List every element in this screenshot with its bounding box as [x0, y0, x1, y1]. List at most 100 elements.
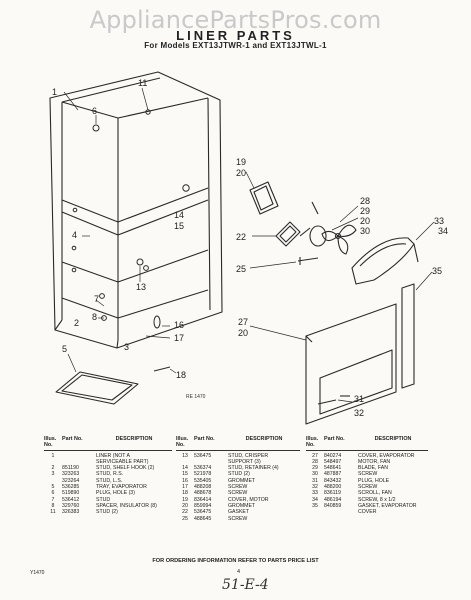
callout: 34 [438, 226, 448, 236]
evaporator-cover [305, 303, 397, 425]
page-subtitle: For Models EXT13JTWR-1 and EXT13JTWL-1 [144, 41, 327, 50]
illus-number: 34 [312, 496, 318, 503]
callout: 6 [92, 106, 97, 116]
illus-number: 29 [312, 465, 318, 472]
watermark: AppliancePartsPros.com [89, 6, 382, 34]
callout: 25 [236, 264, 246, 274]
divider [306, 449, 428, 451]
parts-row: 19 836414 COVER, MOTOR [176, 497, 300, 503]
part-description: TRAY, EVAPORATOR [96, 484, 147, 491]
part-number: 836119 [324, 490, 341, 497]
part-number: 323264 [62, 477, 80, 484]
part-description: COVER, MOTOR [228, 496, 269, 503]
callout: 20 [236, 168, 246, 178]
part-number: 536412 [62, 496, 80, 503]
callout: 28 [360, 196, 370, 206]
callout: 11 [138, 78, 147, 88]
callout: 14 [174, 210, 184, 220]
evaporator-tray [55, 371, 139, 405]
part-description: STUD, RETAINER (4) [228, 465, 279, 472]
part-description: SCREW [358, 471, 378, 478]
callout: 4 [72, 230, 77, 240]
part-number: 536475 [194, 509, 212, 516]
divider [176, 449, 300, 451]
illus-number: 19 [182, 496, 188, 503]
illus-number: 30 [312, 471, 318, 478]
callout: 19 [236, 157, 246, 167]
parts-row: 17 488208 SCREW [176, 484, 300, 490]
part-description: PLUG, HOLE [358, 477, 390, 484]
liner-box [49, 71, 223, 349]
page-title: LINER PARTS [176, 28, 295, 43]
callout: 32 [354, 408, 364, 418]
motor-cover [249, 181, 279, 215]
illus-number: 14 [182, 465, 188, 472]
part-number: 323263 [62, 471, 80, 478]
part-description: SCREW [228, 484, 248, 491]
part-description: SCREW [358, 484, 378, 491]
illus-number: 5 [51, 484, 55, 491]
header-part-no: Part No. [324, 436, 345, 442]
part-number: 487887 [324, 471, 342, 478]
part-number: 488208 [194, 484, 212, 491]
part-number: 840859 [324, 502, 342, 509]
part-description: COVER, EVAPORATOR [358, 452, 415, 459]
illus-number: 28 [312, 458, 318, 465]
illus-number: 16 [182, 477, 188, 484]
part-number: 836414 [194, 496, 212, 503]
document-code: Y1470 [30, 570, 45, 576]
part-description: SPACER, INSULATOR (8) [96, 502, 157, 509]
part-description: GROMMET [228, 477, 256, 484]
illus-number: 35 [312, 502, 318, 509]
part-description: STUD [96, 496, 111, 503]
callout: 15 [174, 221, 184, 231]
part-number: 840274 [324, 452, 342, 459]
callout: 33 [434, 216, 444, 226]
part-number [62, 453, 96, 466]
illus-number: 11 [50, 509, 56, 516]
callout: 20 [360, 216, 370, 226]
illus-number: 17 [182, 484, 188, 491]
part-description: SCREW, 8 x 1/2 [358, 496, 396, 503]
part-number: 488645 [194, 515, 212, 522]
callout: 16 [174, 320, 184, 330]
illus-number: 20 [182, 502, 188, 509]
part-description: BLADE, FAN [358, 465, 388, 472]
part-description: GROMMET [228, 502, 256, 509]
part-description: STUD (2) [228, 471, 250, 478]
callout: 7 [94, 294, 99, 304]
illus-number: 22 [182, 509, 188, 516]
callout: 35 [432, 266, 442, 276]
exploded-parts-diagram: 1 11 6 19 20 28 29 20 30 33 34 14 15 22 … [49, 71, 448, 425]
parts-list-header: Illus. No. Part No. DESCRIPTION [176, 436, 300, 449]
callout: 20 [238, 328, 248, 338]
part-description: SCROLL, FAN [358, 490, 392, 497]
header-illus-no: Illus. No. [306, 436, 319, 448]
callout: 17 [174, 333, 184, 343]
part-number: 851190 [62, 465, 79, 472]
callout: 30 [360, 226, 370, 236]
part-number: 521978 [194, 471, 212, 478]
illus-number: 8 [51, 502, 55, 509]
